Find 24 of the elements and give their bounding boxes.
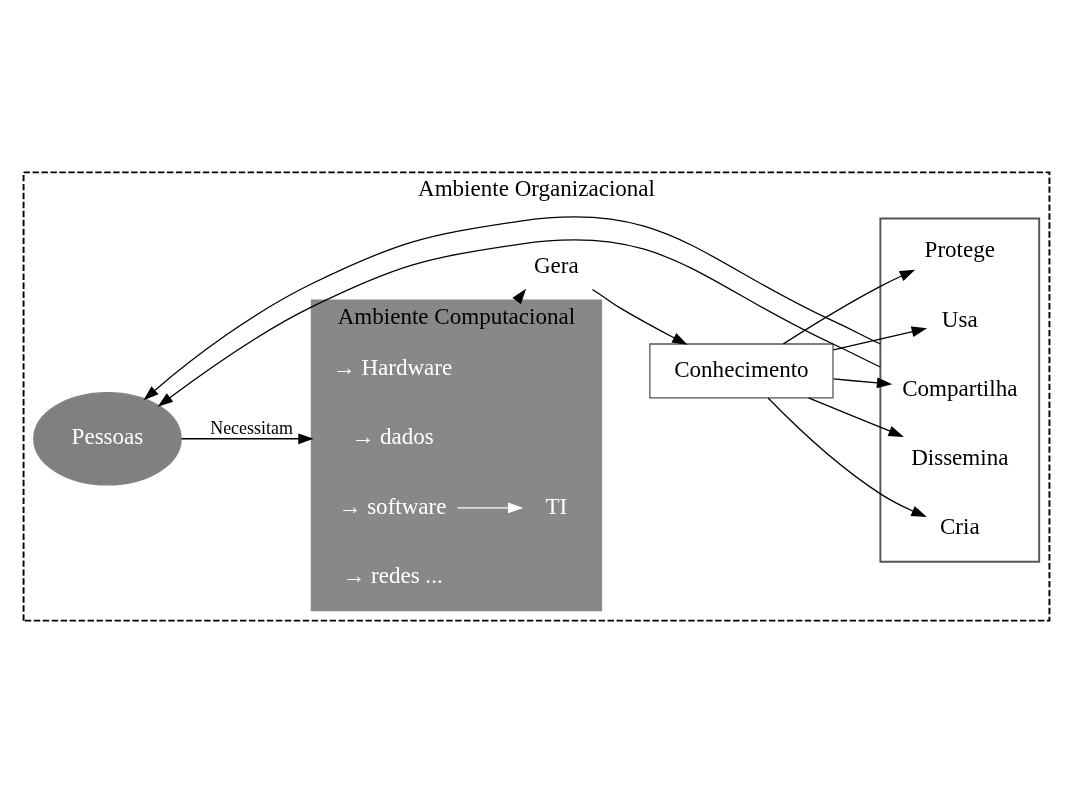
node-text: Usa — [941, 305, 978, 332]
node-text: TI — [545, 492, 568, 519]
arrow — [832, 376, 893, 388]
arrow — [591, 288, 688, 345]
node-box: Conhecimento — [649, 342, 834, 398]
arrow — [808, 396, 904, 437]
arrow — [180, 432, 314, 444]
edge-label: Necessitam — [210, 417, 293, 438]
node-text: → redes ... — [342, 561, 443, 588]
node-text: → software — [338, 492, 447, 519]
node-text: → Hardware — [332, 353, 453, 380]
node-text: Protege — [924, 235, 995, 262]
node-text: Compartilha — [902, 374, 1018, 401]
node-text: Dissemina — [911, 443, 1009, 470]
cluster — [879, 217, 1041, 563]
node-text: → dados — [351, 422, 434, 449]
node-text: Cria — [939, 512, 980, 539]
arrow — [782, 269, 916, 345]
arrow — [832, 325, 928, 350]
node-text: Gera — [533, 251, 579, 278]
arrow — [157, 238, 881, 407]
arrow — [767, 396, 927, 517]
arrow — [143, 215, 881, 400]
arrow — [456, 502, 524, 513]
